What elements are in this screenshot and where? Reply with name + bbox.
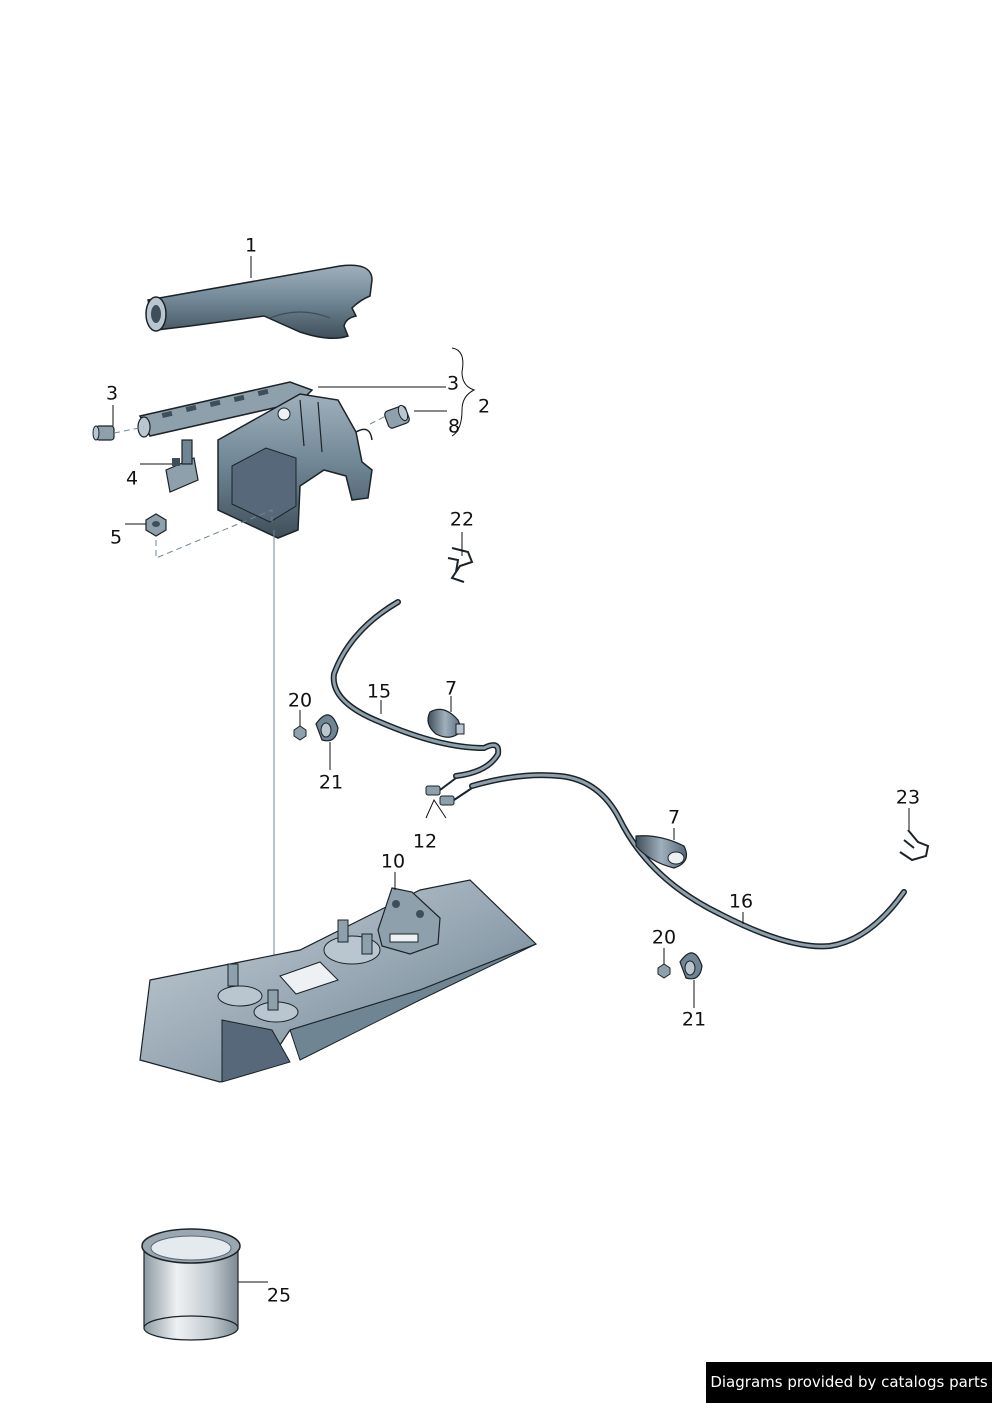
callout-20-upper: 20: [287, 689, 313, 712]
grommet-lower: [635, 835, 687, 869]
cable-end-pins: [425, 777, 473, 806]
lever-assembly: [137, 381, 373, 539]
assembly-lines: [113, 415, 387, 559]
bushing: [384, 404, 410, 429]
callout-7-upper: 7: [444, 677, 458, 700]
nut: [145, 513, 167, 537]
studs: [227, 919, 373, 1011]
end-cap: [92, 425, 115, 441]
callout-2: 2: [477, 395, 491, 418]
clip-lower: [899, 829, 930, 862]
handbrake-grip: [145, 264, 373, 339]
nut-clamp-upper: [293, 714, 339, 742]
callout-7-lower: 7: [667, 806, 681, 829]
callout-20-lower: 20: [651, 926, 677, 949]
callout-3-right: 3: [446, 372, 460, 395]
leader-lines: [112, 256, 910, 1283]
callout-3-left: 3: [105, 382, 119, 405]
callout-21-upper: 21: [318, 771, 344, 794]
callout-21-lower: 21: [681, 1008, 707, 1031]
grommet-upper: [427, 708, 465, 738]
floor-tunnel: [139, 879, 538, 1083]
nut-clamp-lower: [657, 952, 703, 980]
clip-upper: [447, 547, 474, 583]
callout-1: 1: [244, 234, 258, 257]
callout-23: 23: [895, 786, 921, 809]
sleeve: [141, 1228, 241, 1341]
callout-10: 10: [380, 850, 406, 873]
callout-8: 8: [447, 415, 461, 438]
callout-12: 12: [412, 830, 438, 853]
switch-bracket: [165, 439, 199, 493]
callout-4: 4: [125, 467, 139, 490]
callout-16: 16: [728, 890, 754, 913]
callout-25: 25: [266, 1284, 292, 1307]
callout-22: 22: [449, 508, 475, 531]
callout-15: 15: [366, 680, 392, 703]
cables: [330, 599, 907, 950]
credit-banner: Diagrams provided by catalogs parts: [706, 1362, 992, 1403]
callout-5: 5: [109, 526, 123, 549]
